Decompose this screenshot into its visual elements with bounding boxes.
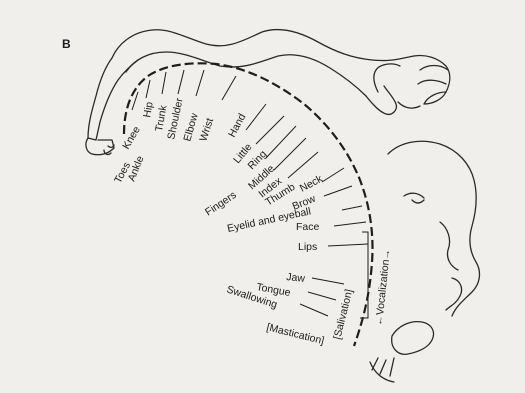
label-face: Face (296, 221, 320, 233)
panel-label: B (62, 37, 71, 51)
label-jaw: Jaw (286, 271, 306, 285)
label-lips: Lips (298, 241, 317, 253)
